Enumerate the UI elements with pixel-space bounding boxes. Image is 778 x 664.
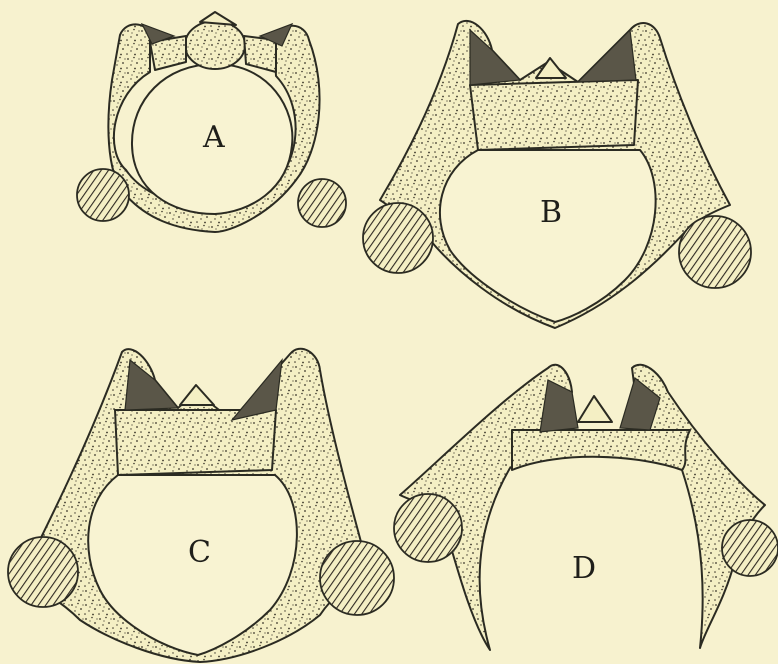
panel-d-left-rib-head: [394, 494, 462, 562]
panel-b-right-shade: [578, 30, 636, 82]
panel-a-left-rib-head: [77, 169, 129, 221]
panel-a-label: A: [202, 120, 225, 155]
panel-d-centrum: [512, 430, 690, 470]
panel-b-centrum: [470, 80, 638, 150]
panel-d: D: [394, 365, 778, 650]
panel-c-left-rib-head: [8, 537, 78, 607]
panel-a: A: [77, 12, 346, 232]
panel-b-left-shade: [470, 30, 520, 85]
panel-c-centrum: [115, 410, 276, 475]
panel-d-apex: [578, 396, 612, 422]
panel-c: C: [8, 349, 394, 662]
panel-a-right-rib-head: [298, 179, 346, 227]
panel-c-label: C: [188, 535, 211, 570]
panel-c-right-rib-head: [320, 541, 394, 615]
panel-b-label: B: [540, 195, 562, 230]
panel-a-centrum: [185, 21, 245, 69]
panel-b-right-rib-head: [679, 216, 751, 288]
panel-c-left-shade: [125, 360, 178, 410]
panel-b: B: [363, 21, 751, 328]
panel-c-apex: [180, 385, 214, 405]
panel-d-right-rib-head: [722, 520, 778, 576]
panel-b-left-rib-head: [363, 203, 433, 273]
panel-b-inner-cavity: [440, 150, 656, 322]
panel-a-apex: [200, 12, 236, 25]
panel-d-label: D: [572, 551, 596, 586]
